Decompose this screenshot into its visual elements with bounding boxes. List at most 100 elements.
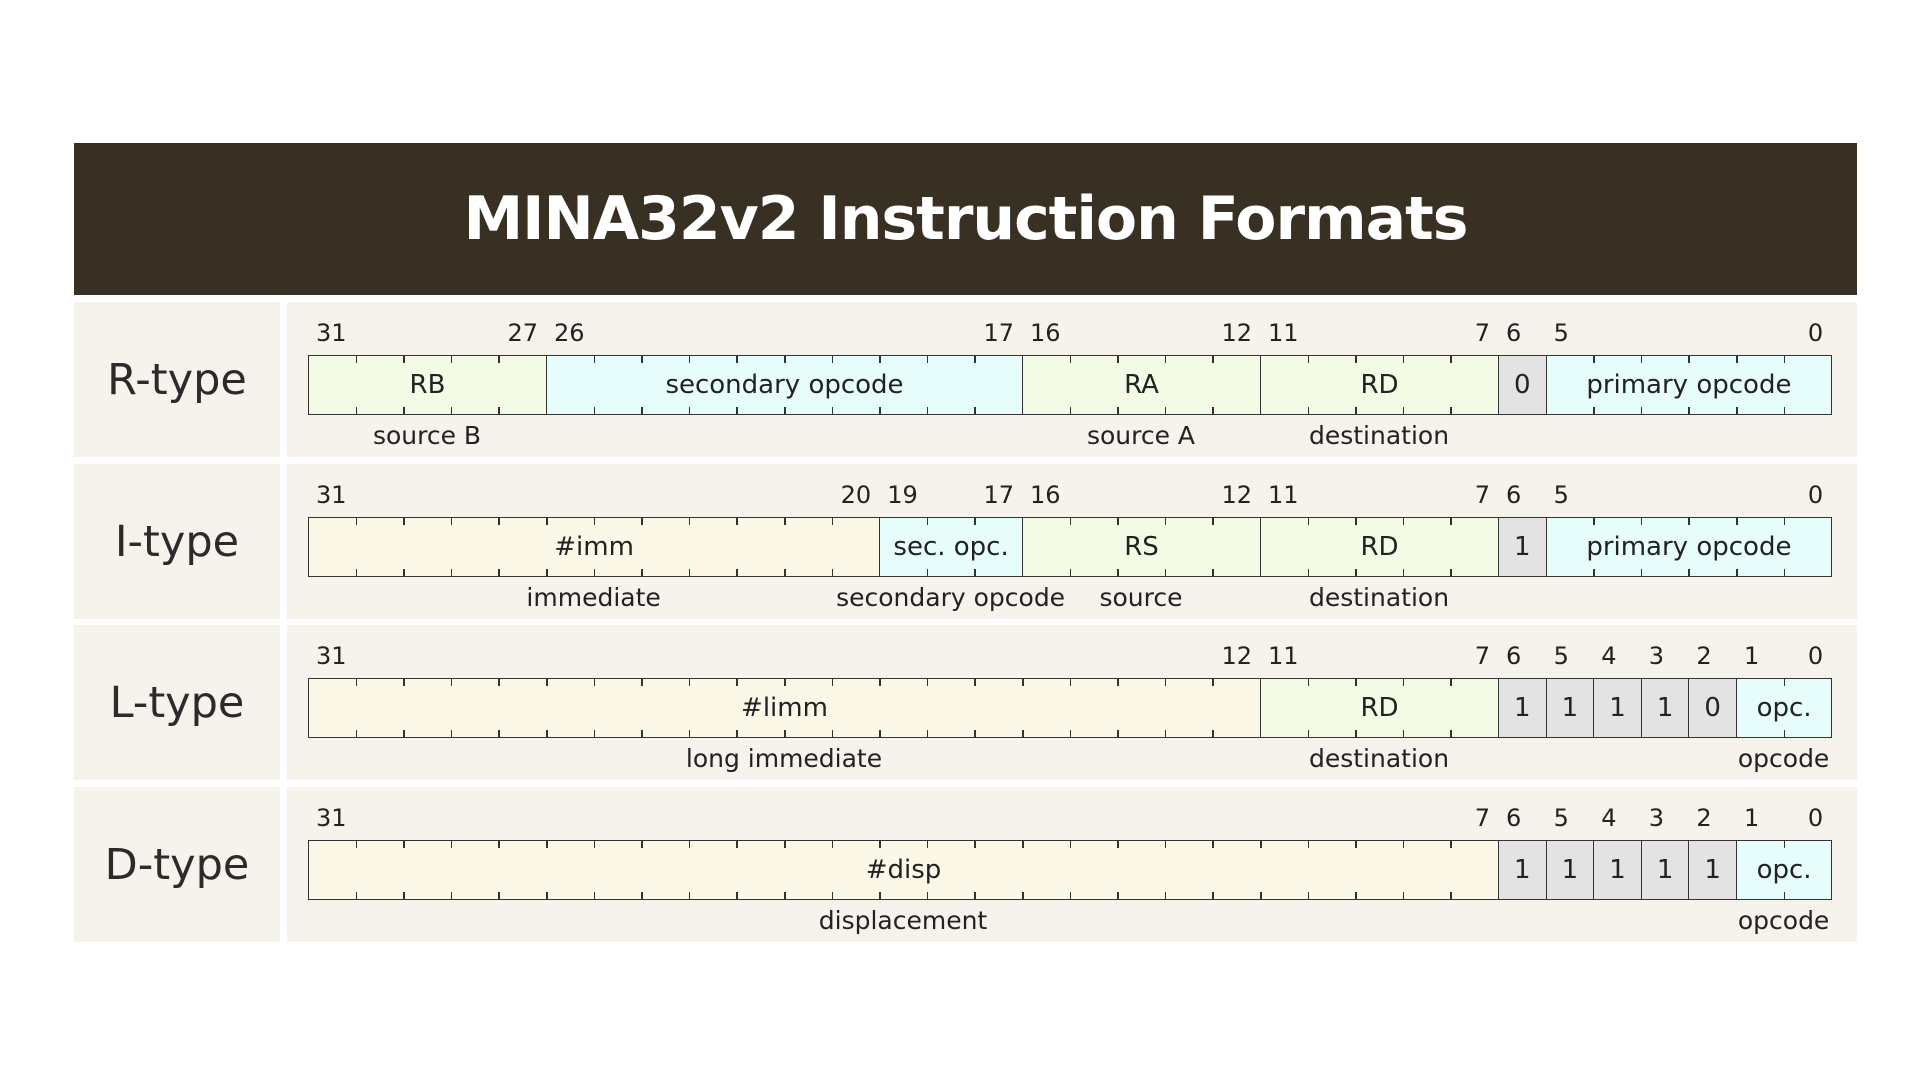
- format-label-cell: I-type: [74, 464, 280, 619]
- bit-tick: [974, 407, 976, 415]
- bit-field-text: 1: [1656, 693, 1674, 723]
- field-description: opcode: [1737, 906, 1830, 935]
- bit-tick: [879, 840, 881, 848]
- bit-field-text: opc.: [1756, 855, 1812, 885]
- bit-tick: [1402, 892, 1405, 900]
- bit-tick: [974, 892, 976, 900]
- bit-tick: [593, 569, 596, 577]
- bit-tick: [1212, 730, 1214, 738]
- bit-tick: [1355, 892, 1357, 900]
- bit-tick: [926, 355, 929, 363]
- format-name: I-type: [114, 516, 240, 567]
- bit-tick: [450, 355, 453, 363]
- bit-tick: [1069, 517, 1072, 525]
- bit-tick: [879, 892, 881, 900]
- bit-tick: [1164, 892, 1167, 900]
- bit-tick: [1307, 569, 1310, 577]
- bit-tick: [1212, 407, 1214, 415]
- bit-tick: [403, 840, 405, 848]
- bit-tick: [641, 678, 643, 686]
- field-description: displacement: [818, 906, 988, 935]
- bit-number: 11: [1268, 481, 1299, 509]
- bit-field-text: 1: [1656, 855, 1674, 885]
- bit-number: 17: [983, 481, 1014, 509]
- bit-tick: [926, 678, 929, 686]
- bit-number: 16: [1030, 319, 1061, 347]
- bit-tick: [355, 678, 358, 686]
- field-description: source A: [1086, 421, 1196, 450]
- bit-field-text: opc.: [1756, 693, 1812, 723]
- bit-field-text: #imm: [554, 532, 634, 562]
- bit-tick: [1069, 407, 1072, 415]
- bit-tick: [831, 407, 834, 415]
- bit-field: 1: [1688, 840, 1737, 900]
- bit-tick: [1117, 407, 1119, 415]
- bit-field-text: 1: [1514, 693, 1531, 723]
- bit-tick: [879, 407, 881, 415]
- bit-tick: [1450, 569, 1452, 577]
- bit-tick: [879, 355, 881, 363]
- bit-number: 31: [316, 481, 347, 509]
- bit-field: RD: [1260, 678, 1499, 738]
- bit-tick: [1402, 569, 1405, 577]
- bit-tick: [1307, 355, 1310, 363]
- bit-tick: [1260, 840, 1262, 848]
- bit-tick: [1783, 840, 1786, 848]
- bit-number: 5: [1553, 642, 1569, 670]
- bit-field: primary opcode: [1545, 355, 1833, 415]
- bit-tick: [1450, 730, 1452, 738]
- bit-number: 0: [1807, 481, 1824, 509]
- bit-tick: [1450, 840, 1452, 848]
- bit-tick: [1117, 892, 1119, 900]
- bit-number: 12: [1221, 642, 1252, 670]
- bit-tick: [546, 678, 548, 686]
- bit-tick: [1069, 569, 1072, 577]
- bit-tick: [355, 517, 358, 525]
- bit-field-text: 1: [1609, 855, 1626, 885]
- bit-tick: [498, 730, 500, 738]
- bit-tick: [1736, 407, 1738, 415]
- bit-tick: [1069, 355, 1072, 363]
- bit-tick: [355, 892, 358, 900]
- bit-tick: [546, 892, 548, 900]
- bit-number: 2: [1696, 804, 1712, 832]
- bit-tick: [498, 678, 500, 686]
- bit-tick: [403, 407, 405, 415]
- field-description: destination: [1308, 744, 1450, 773]
- bit-tick: [1307, 407, 1310, 415]
- bit-number: 31: [316, 804, 347, 832]
- bit-number: 31: [316, 642, 347, 670]
- bit-tick: [1260, 892, 1262, 900]
- bit-tick: [1736, 569, 1738, 577]
- bit-number: 5: [1553, 319, 1569, 347]
- bit-tick: [1117, 569, 1119, 577]
- bit-tick: [784, 517, 786, 525]
- bit-tick: [1402, 407, 1405, 415]
- bit-tick: [641, 730, 643, 738]
- bit-tick: [926, 517, 929, 525]
- bit-tick: [450, 569, 453, 577]
- bit-tick: [1307, 892, 1310, 900]
- bit-tick: [1117, 355, 1119, 363]
- bit-tick: [1022, 840, 1024, 848]
- bit-tick: [688, 892, 691, 900]
- bit-tick: [831, 517, 834, 525]
- bit-tick: [403, 892, 405, 900]
- bit-tick: [831, 840, 834, 848]
- bit-tick: [641, 569, 643, 577]
- bit-number: 26: [554, 319, 585, 347]
- bit-tick: [1307, 730, 1310, 738]
- bit-tick: [784, 892, 786, 900]
- bit-field: primary opcode: [1545, 517, 1833, 577]
- bit-tick: [688, 840, 691, 848]
- bit-number: 7: [1474, 319, 1490, 347]
- bit-tick: [688, 730, 691, 738]
- bit-tick: [1117, 678, 1119, 686]
- bit-tick: [593, 892, 596, 900]
- bit-field: 1: [1640, 678, 1690, 738]
